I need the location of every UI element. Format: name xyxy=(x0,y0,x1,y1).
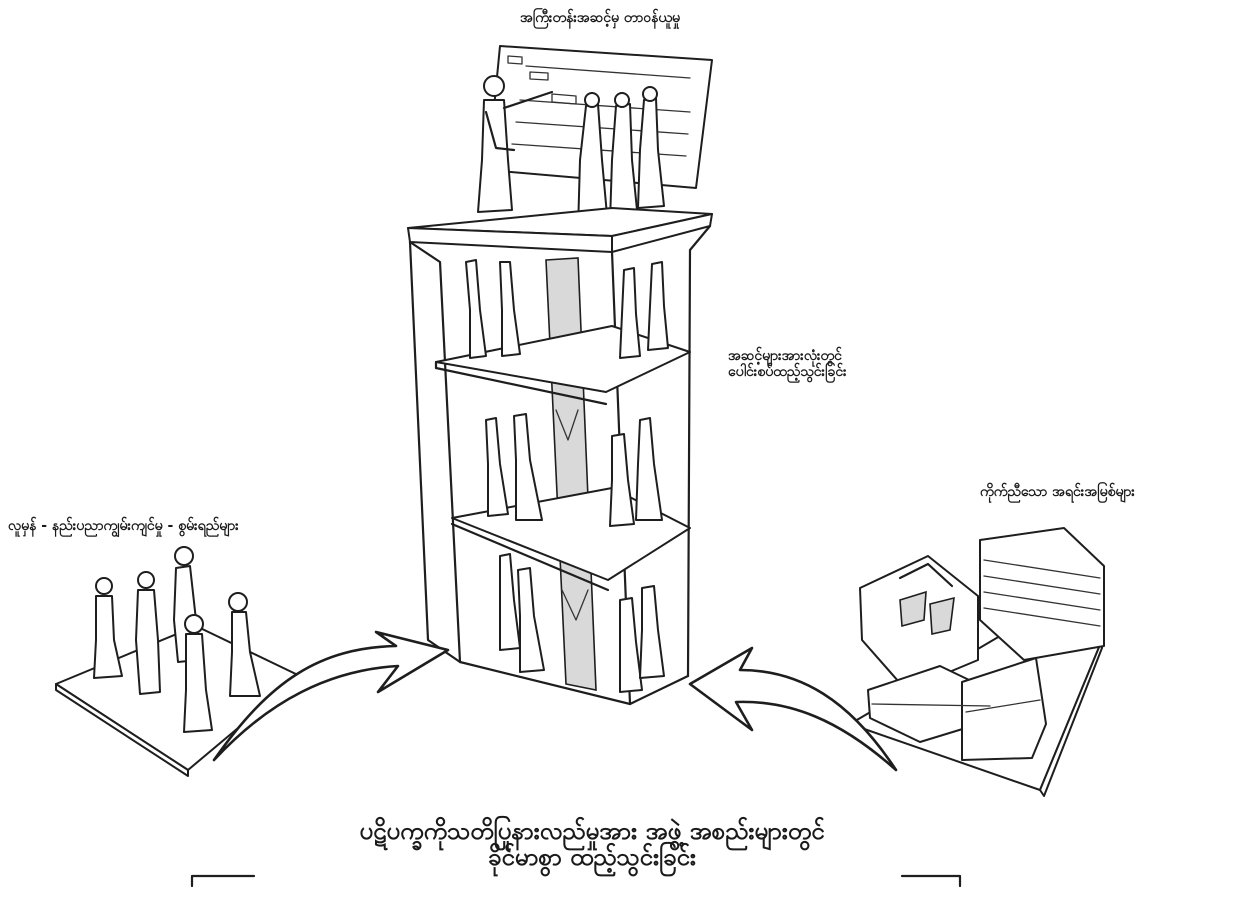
cabinet-structure xyxy=(408,208,712,704)
caption-line1: ပဋိပက္ခကိုသတိပြုနားလည်မှုအား အဖွဲ့ အစည်း… xyxy=(262,818,922,846)
label-integration-line1: အဆင့်များအားလုံးတွင် xyxy=(728,348,847,364)
bottom-bracket-right xyxy=(902,876,960,886)
caption-line2: ခိုင်မာစွာ ထည့်သွင်းခြင်း xyxy=(262,844,922,872)
resources-platform xyxy=(850,528,1104,796)
label-integration-all-levels: အဆင့်များအားလုံးတွင် ပေါင်းစပ်ထည့်သွင်းခ… xyxy=(728,348,847,380)
label-resources: ကိုက်ညီသော အရင်းအမြစ်များ xyxy=(980,484,1135,500)
people-platform xyxy=(56,547,300,776)
right-arrow xyxy=(690,648,896,770)
label-top-leadership: အကြီးတန်းအဆင့်မှ တာဝန်ယူမှု xyxy=(520,10,680,26)
label-integration-line2: ပေါင်းစပ်ထည့်သွင်းခြင်း xyxy=(728,364,847,380)
caption-bottom: ပဋိပက္ခကိုသတိပြုနားလည်မှုအား အဖွဲ့ အစည်း… xyxy=(262,818,922,871)
label-people-skills: လူမှန် - နည်းပညာကျွမ်းကျင်မှု - စွမ်းရည်… xyxy=(8,518,239,534)
bottom-bracket xyxy=(192,876,254,886)
